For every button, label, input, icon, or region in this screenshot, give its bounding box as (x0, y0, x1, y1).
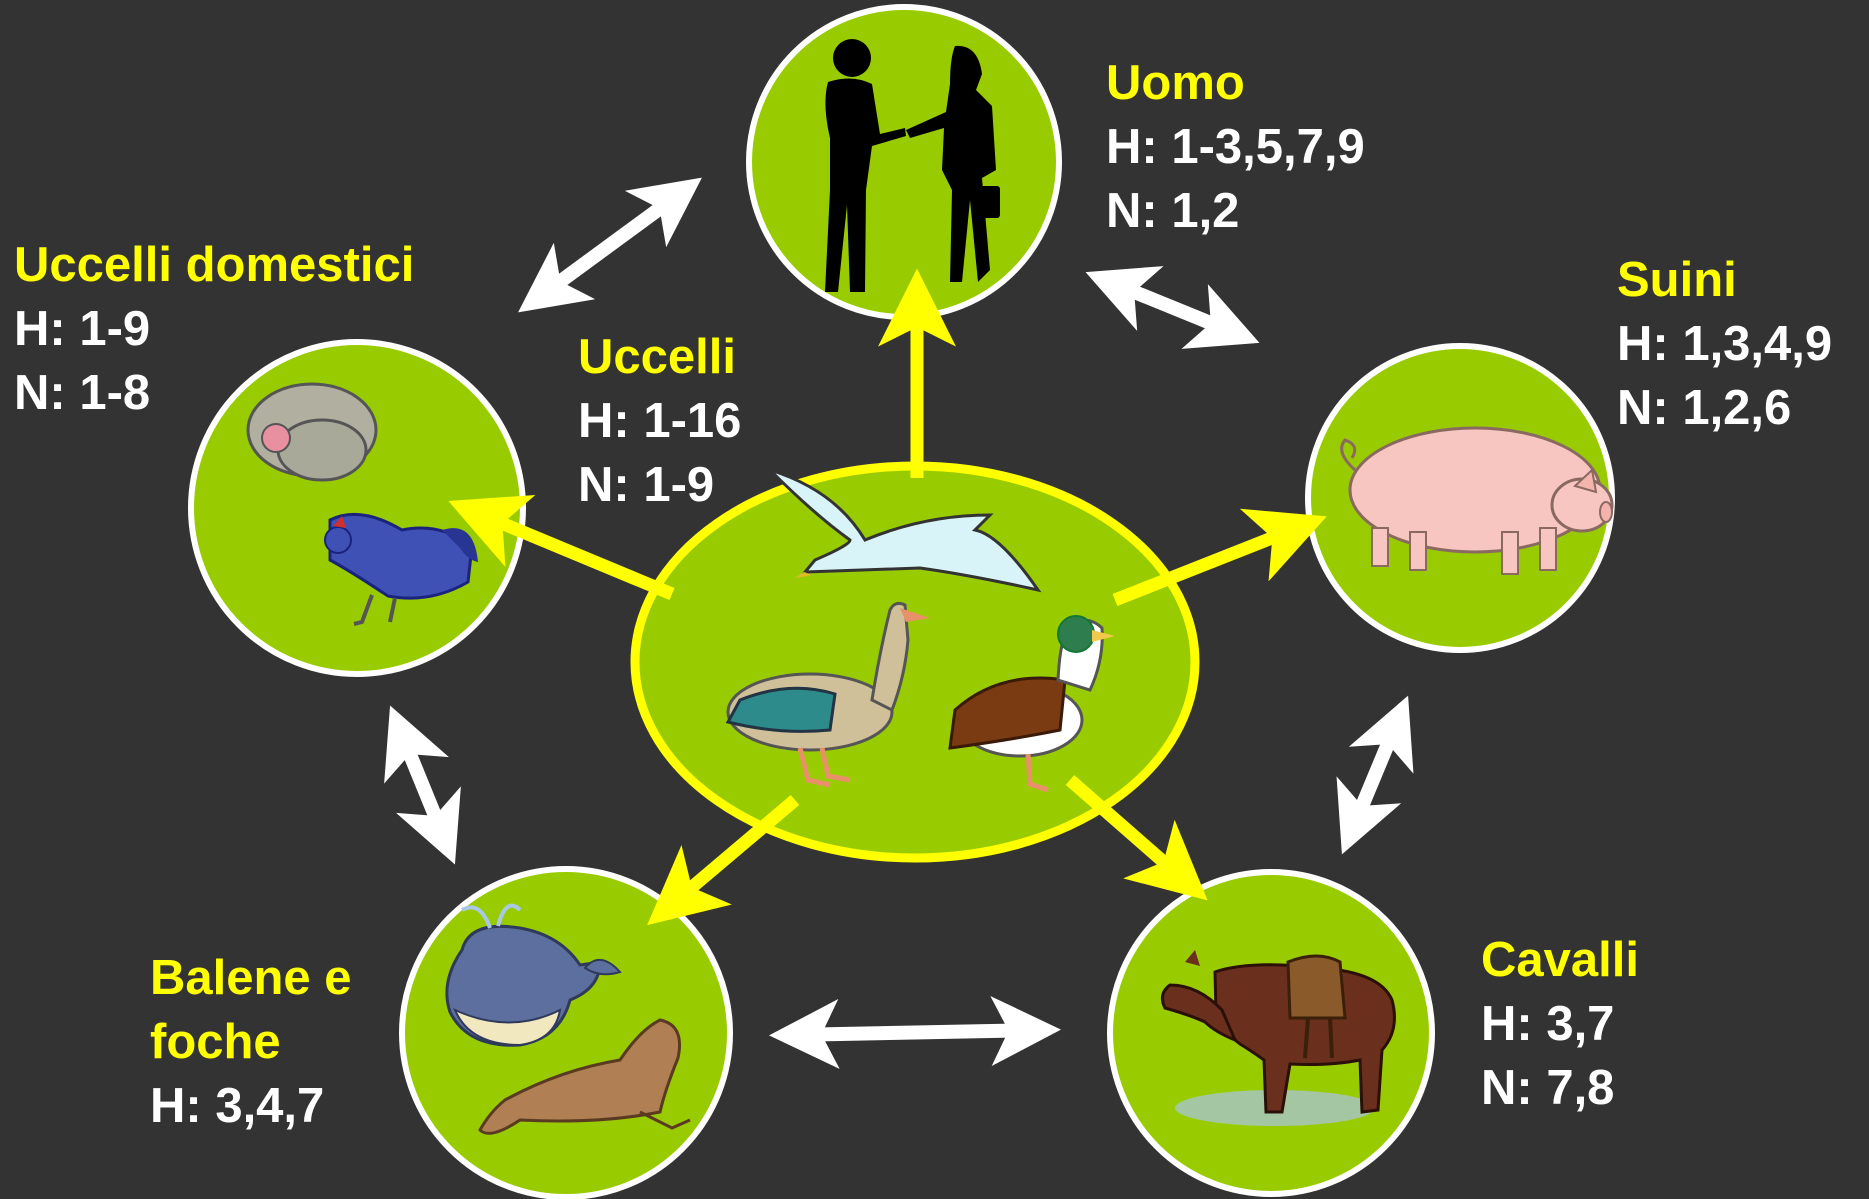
cavalli-label: Cavalli H: 3,7 N: 7,8 (1481, 928, 1639, 1120)
balene-foche-name-line1: Balene e (150, 946, 352, 1010)
uomo-circle (749, 7, 1059, 317)
uomo-n-subtypes: N: 1,2 (1106, 179, 1365, 243)
suini-name: Suini (1617, 248, 1832, 312)
arrow-exchange-uccelli-domestici-uomo (535, 190, 685, 300)
uccelli-domestici-h-subtypes: H: 1-9 (14, 297, 414, 361)
suini-label: Suini H: 1,3,4,9 N: 1,2,6 (1617, 248, 1832, 440)
uccelli-name: Uccelli (578, 325, 741, 389)
uccelli-domestici-label: Uccelli domestici H: 1-9 N: 1-8 (14, 233, 414, 425)
arrow-exchange-suini-cavalli (1350, 715, 1400, 835)
balene-foche-circle (402, 869, 730, 1197)
uomo-label: Uomo H: 1-3,5,7,9 N: 1,2 (1106, 51, 1365, 243)
balene-foche-label: Balene e foche H: 3,4,7 (150, 946, 352, 1138)
uomo-name: Uomo (1106, 51, 1365, 115)
arrow-exchange-balene-cavalli (790, 1030, 1040, 1035)
balene-foche-name-line2: foche (150, 1010, 352, 1074)
arrow-uccelli-to-balene-foche (665, 800, 795, 910)
uomo-h-subtypes: H: 1-3,5,7,9 (1106, 115, 1365, 179)
suini-n-subtypes: N: 1,2,6 (1617, 376, 1832, 440)
uccelli-label: Uccelli H: 1-16 N: 1-9 (578, 325, 741, 517)
suini-h-subtypes: H: 1,3,4,9 (1617, 312, 1832, 376)
uccelli-h-subtypes: H: 1-16 (578, 389, 741, 453)
uccelli-domestici-n-subtypes: N: 1-8 (14, 361, 414, 425)
uccelli-domestici-name: Uccelli domestici (14, 233, 414, 297)
arrow-exchange-uomo-suini (1105, 280, 1240, 335)
balene-foche-h-subtypes: H: 3,4,7 (150, 1074, 352, 1138)
cavalli-h-subtypes: H: 3,7 (1481, 992, 1639, 1056)
uccelli-n-subtypes: N: 1-9 (578, 453, 741, 517)
arrow-uccelli-to-cavalli (1070, 780, 1190, 885)
arrow-exchange-uccelli-domestici-balene (398, 725, 447, 845)
cavalli-name: Cavalli (1481, 928, 1639, 992)
cavalli-n-subtypes: N: 7,8 (1481, 1056, 1639, 1120)
